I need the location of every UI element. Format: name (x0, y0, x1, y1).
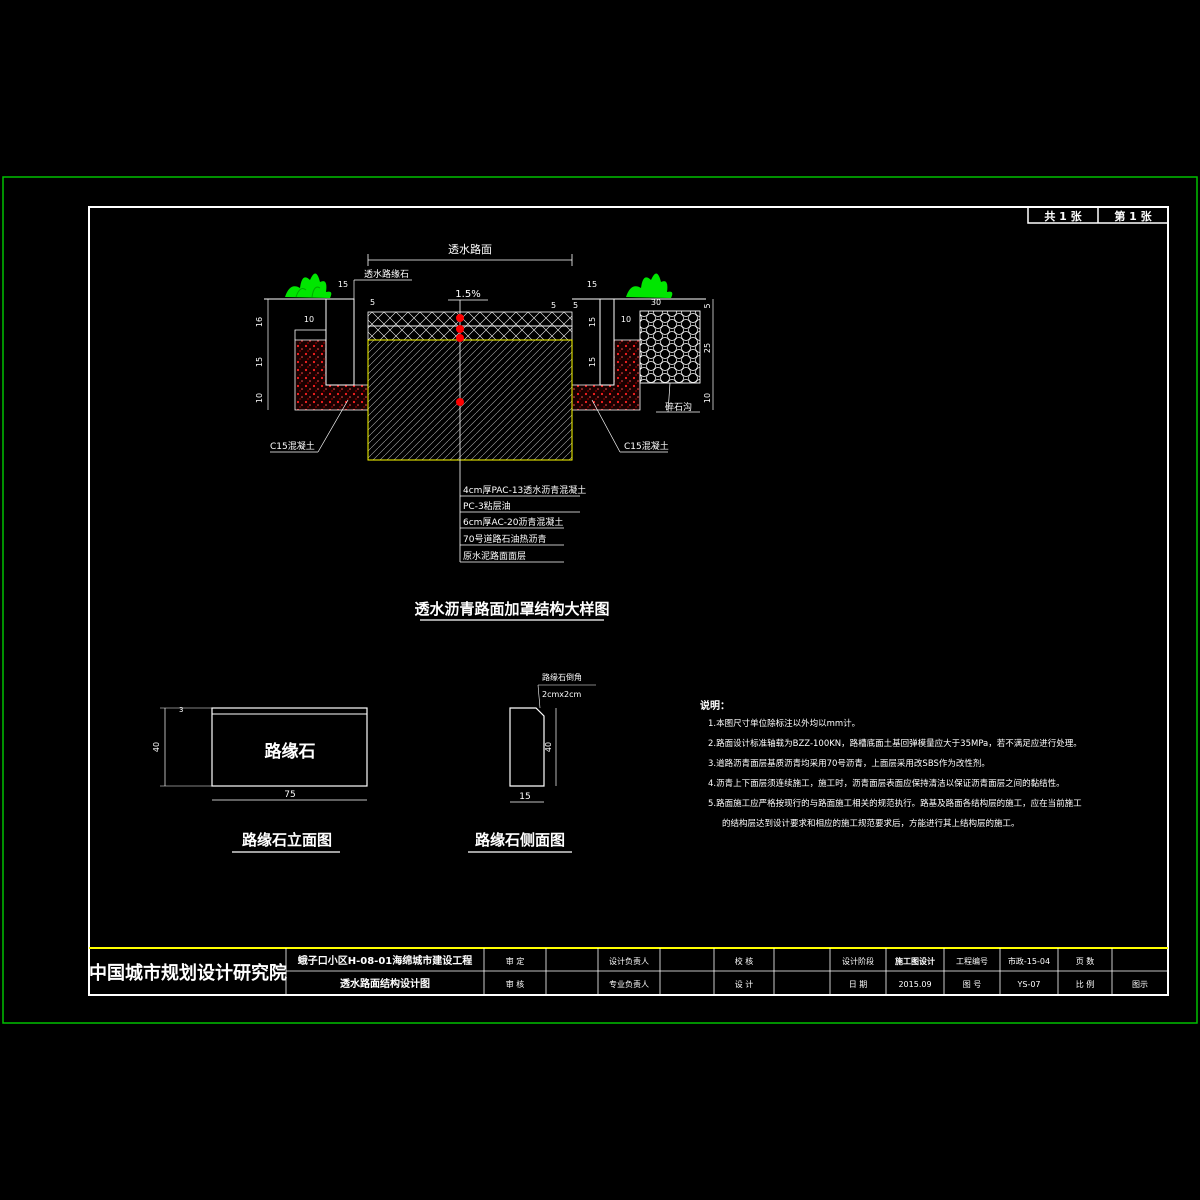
note-2: 2.路面设计标准轴载为BZZ-100KN，路槽底面土基回弹模量应大于35MPa，… (708, 738, 1082, 749)
inner-frame (88, 206, 1169, 996)
dim-right-15-b: 15 (588, 357, 597, 367)
approve-label: 审 定 (506, 956, 525, 966)
scale-value: 图示 (1132, 980, 1148, 989)
layer-1: 4cm厚PAC-13透水沥青混凝土 (463, 484, 586, 496)
project-no-label: 工程编号 (956, 956, 988, 966)
curb-side-title: 路缘石侧面图 (475, 831, 565, 849)
gravel-trench (639, 310, 701, 384)
date-value: 2015.09 (898, 980, 931, 989)
note-4: 4.沥青上下面层须连续施工，施工时，沥青面层表面应保持清洁以保证沥青面层之间的黏… (708, 778, 1065, 789)
curb-elevation-label: 路缘石 (265, 741, 316, 762)
stage-label: 设计阶段 (842, 956, 874, 966)
project-name: 蛾子口小区H-08-01海绵城市建设工程 (298, 954, 473, 967)
layer-callouts: 4cm厚PAC-13透水沥青混凝土 PC-3粘层油 6cm厚AC-20沥青混凝土… (460, 484, 586, 563)
curb-elevation-title: 路缘石立面图 (242, 831, 332, 849)
dim-right-30: 30 (651, 298, 661, 307)
drawing-no-label: 图 号 (963, 980, 982, 989)
dim-right-10-inner: 10 (621, 315, 631, 324)
notes-heading: 说明： (700, 699, 730, 712)
curb-elevation-height: 40 (152, 742, 161, 752)
curb-side-width: 15 (519, 792, 530, 802)
curb-side: 路缘石倒角 2cmx2cm 40 15 路缘石侧面图 (468, 672, 596, 853)
discipline-lead-label: 专业负责人 (609, 979, 649, 989)
scale-label: 比 例 (1076, 979, 1095, 989)
dim-right-15-top: 15 (587, 280, 597, 289)
pac13-layer (367, 311, 573, 327)
section-title: 透水沥青路面加罩结构大样图 (414, 600, 609, 618)
curb-elevation-width: 75 (284, 790, 295, 800)
layer-5: 原水泥路面面层 (463, 550, 526, 562)
gravel-trench-label: 碎石沟 (665, 401, 692, 413)
dim-top-left-5: 5 (370, 298, 375, 307)
right-concrete-label: C15混凝土 (624, 440, 669, 452)
title-block: 中国城市规划设计研究院 蛾子口小区H-08-01海绵城市建设工程 透水路面结构设… (89, 947, 1168, 995)
sheet-count-box: 共 1 张 第 1 张 (1027, 206, 1169, 224)
pavement-section-detail: 透水路面 1.5% (255, 243, 714, 621)
left-concrete-label: C15混凝土 (270, 440, 315, 452)
ac20-layer (367, 325, 573, 341)
note-3: 3.道路沥青面层基质沥青均采用70号沥青，上面层采用改SBS作为改性剂。 (708, 758, 990, 769)
dim-mid-left-5: 5 (551, 301, 556, 310)
layer-4: 70号道路石油热沥青 (463, 533, 546, 545)
check-label: 校 核 (735, 956, 754, 966)
note-6: 的结构层达到设计要求和相应的施工规范要求后，方能进行其上结构层的施工。 (722, 818, 1020, 829)
design-lead-label: 设计负责人 (609, 956, 649, 966)
dim-mid-right-5: 5 (573, 301, 578, 310)
right-plant-icon (626, 273, 673, 298)
pages-label: 页 数 (1076, 956, 1095, 966)
institute-name: 中国城市规划设计研究院 (89, 962, 287, 984)
date-label: 日 期 (849, 980, 868, 989)
drawing-no-value: YS-07 (1016, 980, 1040, 989)
left-curb-label: 透水路缘石 (364, 268, 409, 280)
right-curb (599, 298, 615, 386)
total-sheets: 共 1 张 (1044, 209, 1082, 223)
stage-value: 施工图设计 (895, 956, 935, 966)
outer-frame (2, 176, 1198, 1024)
curb-side-height: 40 (544, 742, 553, 752)
dim-left-16: 16 (255, 317, 264, 327)
left-plant-icon (285, 273, 332, 298)
chamfer-dim: 2cmx2cm (542, 690, 582, 699)
left-curb (325, 298, 355, 386)
dim-left-15: 15 (255, 357, 264, 367)
layer-3: 6cm厚AC-20沥青混凝土 (463, 516, 563, 528)
dim-right-25: 25 (703, 343, 712, 353)
sheet-number: 第 1 张 (1114, 209, 1152, 223)
drawing-name: 透水路面结构设计图 (340, 977, 430, 990)
section-top-label: 透水路面 (448, 243, 492, 256)
layer-2: PC-3粘层油 (463, 500, 511, 512)
curb-elevation-small: 3 (179, 706, 183, 714)
project-no-value: 市政-15-04 (1008, 956, 1050, 966)
curb-elevation: 路缘石 40 3 75 路缘石立面图 (152, 706, 368, 853)
dim-left-10: 10 (255, 393, 264, 403)
dim-left-10-inner: 10 (304, 315, 314, 324)
dim-right-10: 10 (703, 393, 712, 403)
cement-base-layer (367, 339, 573, 461)
design-label: 设 计 (735, 979, 754, 989)
note-1: 1.本图尺寸单位除标注以外均以mm计。 (708, 718, 860, 729)
dim-right-5: 5 (703, 303, 712, 308)
slope-label: 1.5% (455, 289, 480, 300)
design-notes: 说明： 1.本图尺寸单位除标注以外均以mm计。 2.路面设计标准轴载为BZZ-1… (700, 699, 1082, 829)
note-5: 5.路面施工应严格按现行的与路面施工相关的规范执行。路基及路面各结构层的施工，应… (708, 798, 1082, 809)
chamfer-label: 路缘石倒角 (542, 672, 582, 682)
dim-top-left-15: 15 (338, 280, 348, 289)
review-label: 审 核 (506, 979, 525, 989)
dim-right-15-a: 15 (588, 317, 597, 327)
